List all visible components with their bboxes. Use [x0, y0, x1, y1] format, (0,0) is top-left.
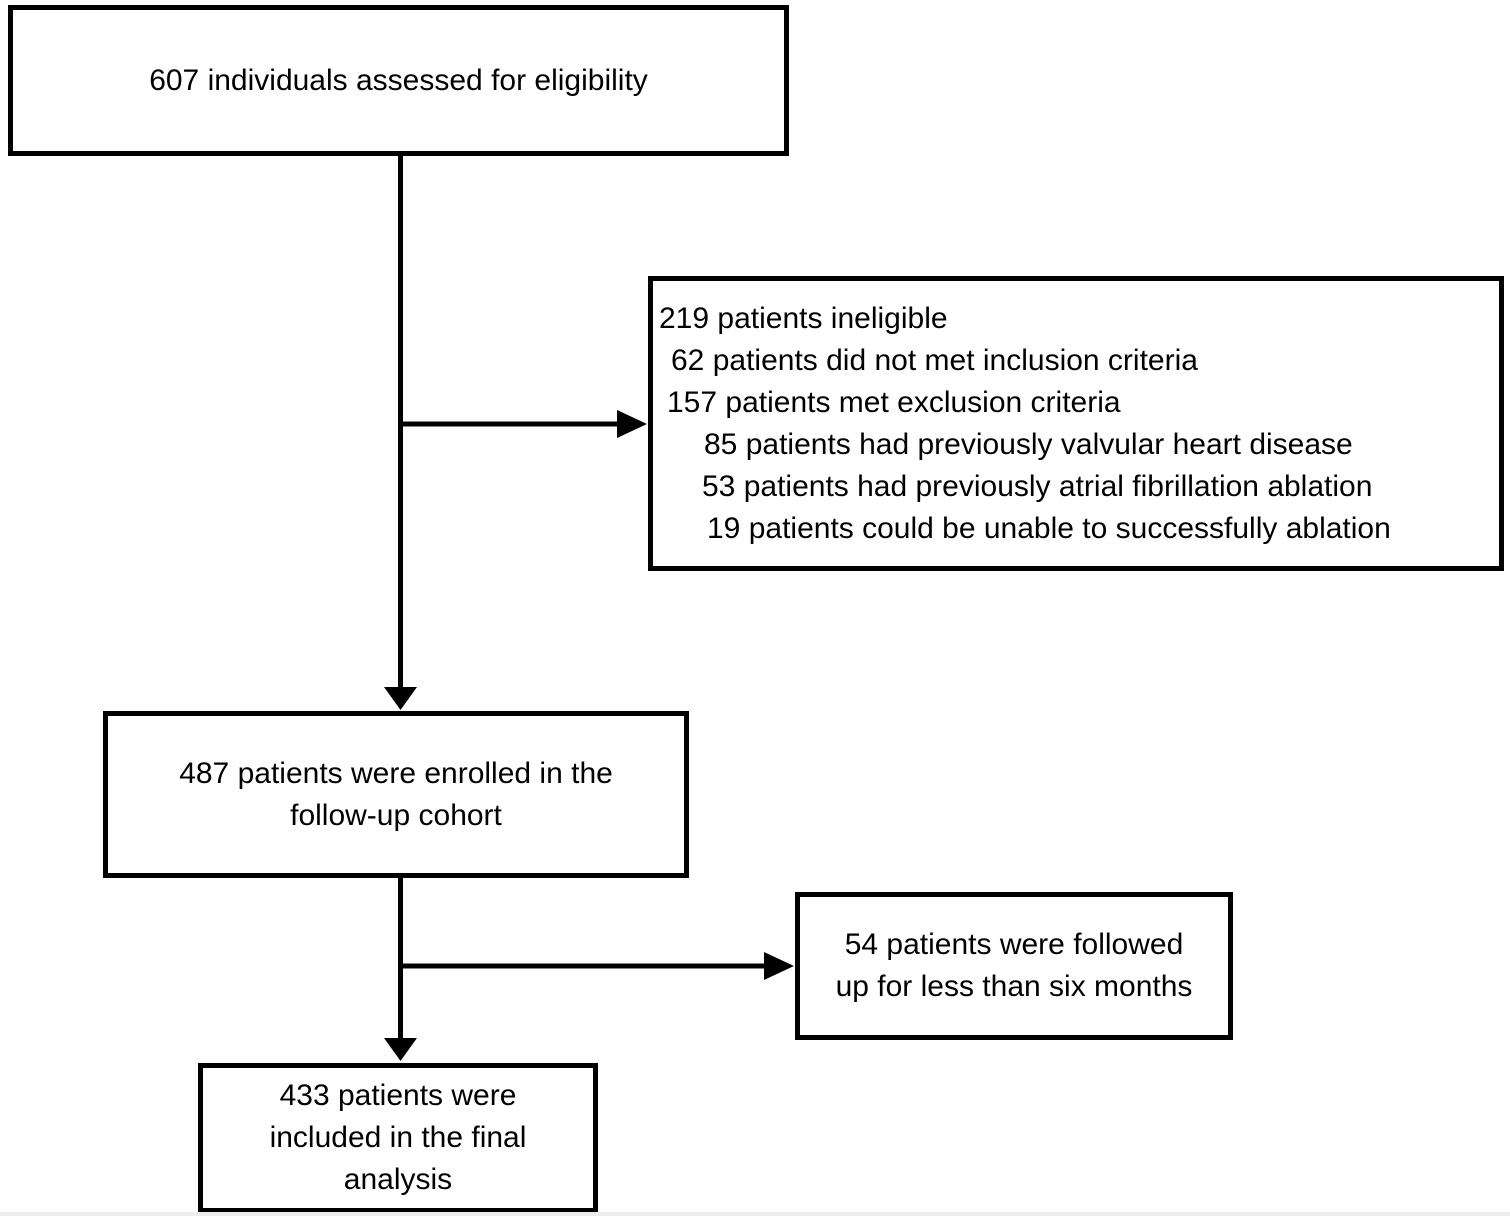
enrolled-line-1: 487 patients were enrolled in the	[179, 756, 613, 790]
ineligible-line-exclusion: 157 patients met exclusion criteria	[667, 385, 1121, 419]
box-assessed-for-eligibility: 607 individuals assessed for eligibility	[8, 5, 789, 156]
final-line-1: 433 patients were	[279, 1079, 517, 1112]
followup-line-1: 54 patients were followed	[844, 928, 1184, 961]
page-bottom-edge-artifact	[0, 1212, 1510, 1216]
box-ineligible: 219 patients ineligible 62 patients did …	[648, 276, 1504, 571]
assessed-text: 607 individuals assessed for eligibility	[149, 63, 648, 97]
ineligible-line-valvular: 85 patients had previously valvular hear…	[704, 427, 1353, 461]
arrow-assessed-to-enrolled	[384, 153, 417, 710]
box-enrolled-cohort: 487 patients were enrolled in the follow…	[103, 711, 689, 878]
box-final-analysis: 433 patients were included in the final …	[198, 1063, 598, 1213]
arrow-enrolled-to-final	[384, 875, 417, 1061]
arrow-branch-to-followup-head	[764, 952, 794, 980]
arrow-branch-to-ineligible-head	[617, 410, 647, 438]
enrolled-line-2: follow-up cohort	[290, 798, 502, 832]
arrow-branch-to-followup	[398, 952, 794, 980]
box-short-followup: 54 patients were followed up for less th…	[795, 892, 1233, 1040]
final-line-2: included in the final	[269, 1121, 527, 1154]
ineligible-line-unable-ablation: 19 patients could be unable to successfu…	[707, 511, 1391, 545]
arrow-branch-to-ineligible	[398, 410, 647, 438]
arrow-enrolled-to-final-head	[384, 1038, 417, 1061]
arrow-assessed-to-enrolled-head	[384, 687, 417, 710]
ineligible-line-total: 219 patients ineligible	[659, 301, 948, 335]
ineligible-line-inclusion: 62 patients did not met inclusion criter…	[671, 343, 1198, 377]
final-line-3: analysis	[343, 1163, 453, 1196]
followup-line-2: up for less than six months	[835, 970, 1193, 1003]
ineligible-line-ablation-history: 53 patients had previously atrial fibril…	[702, 469, 1373, 503]
